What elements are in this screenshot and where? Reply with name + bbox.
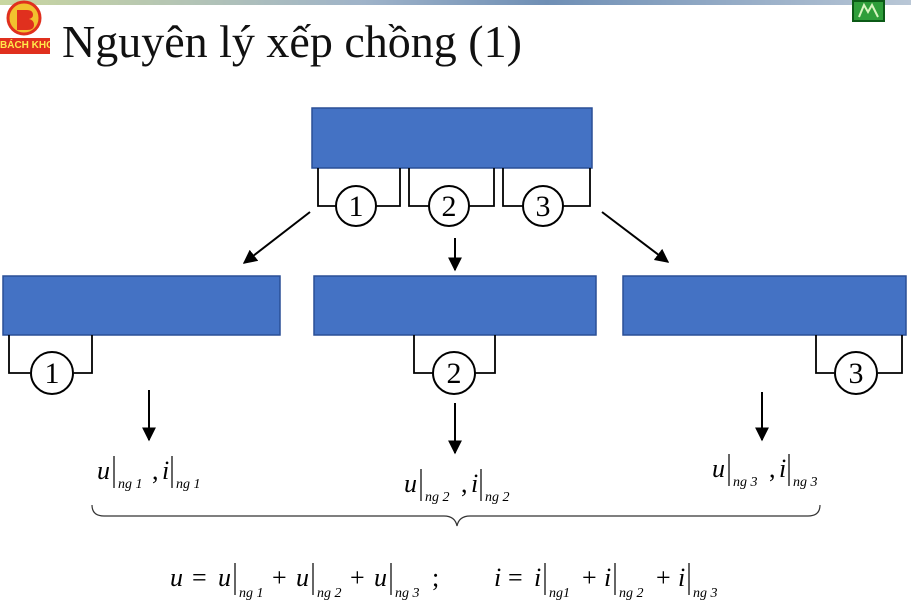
formula-i-term-3: i [678,563,685,592]
partial-sep-1: , [152,456,159,485]
logo-label: BÁCH KHOA [0,38,50,54]
network-box [311,107,593,169]
sub-source-1-label: 1 [45,357,60,390]
partial-u-3: u [712,454,725,483]
partial-u-2: u [404,469,417,498]
formula-plus: + [582,563,597,592]
formula-i-lhs: i [494,563,501,592]
source-3-label: 3 [536,190,551,223]
sub-circuit-3: 3 [622,275,907,395]
top-banner-strip [0,0,911,5]
full-circuit: 1 2 3 [311,107,593,227]
partial-response-1: u ng 1 , i ng 1 [97,456,201,492]
formula-u-lhs: u [170,563,183,592]
partial-u-sub-1: ng 1 [118,477,143,492]
formula-u-term-3: u [374,563,387,592]
superposition-formula: u = u ng 1 + u ng 2 + u ng 3 ; i = i ng1… [170,563,718,601]
source-1: 1 [335,185,377,227]
sub-circuit-1: 1 [2,275,281,395]
formula-i-eq: = [508,563,523,592]
partial-i-1: i [162,456,169,485]
network-box [313,275,597,336]
formula-plus: + [350,563,365,592]
sub-source-3-label: 3 [849,357,864,390]
formula-u-sub-3: ng 3 [395,586,420,601]
formula-i-term-2: i [604,563,611,592]
partial-sep-3: , [769,454,776,483]
source-2: 2 [428,185,470,227]
formula-u-term-1: u [218,563,231,592]
partial-response-2: u ng 2 , i ng 2 [404,469,510,505]
network-box [2,275,281,336]
partial-u-sub-2: ng 2 [425,490,450,505]
formula-i-sub-3: ng 3 [693,586,718,601]
sub-circuit-2: 2 [313,275,597,395]
partial-sep-2: , [461,469,468,498]
partial-response-3: u ng 3 , i ng 3 [712,454,818,490]
summation-brace [91,504,821,527]
partial-i-3: i [779,454,786,483]
slide-logo-icon [852,0,885,22]
source-3: 3 [522,185,564,227]
formula-u-term-2: u [296,563,309,592]
formula-i-sub-1: ng1 [549,586,570,601]
formula-semicolon: ; [432,563,439,592]
partial-i-sub-1: ng 1 [176,477,201,492]
logo-emblem-icon [6,0,42,36]
partial-i-sub-3: ng 3 [793,475,818,490]
partial-i-sub-2: ng 2 [485,490,510,505]
formula-u-eq: = [192,563,207,592]
arrow-to-right [601,211,670,263]
slide-title: Nguyên lý xếp chồng (1) [62,16,522,67]
formula-plus: + [656,563,671,592]
sub-source-2-label: 2 [447,357,462,390]
arrow-to-left [242,211,311,264]
formula-i-term-1: i [534,563,541,592]
partial-u-sub-3: ng 3 [733,475,758,490]
formula-i-sub-2: ng 2 [619,586,644,601]
university-logo: BÁCH KHOA [0,0,50,58]
formula-u-sub-2: ng 2 [317,586,342,601]
source-1-label: 1 [349,190,364,223]
partial-u-1: u [97,456,110,485]
source-2-label: 2 [442,190,457,223]
formula-u-sub-1: ng 1 [239,586,264,601]
partial-i-2: i [471,469,478,498]
formula-plus: + [272,563,287,592]
network-box [622,275,907,336]
